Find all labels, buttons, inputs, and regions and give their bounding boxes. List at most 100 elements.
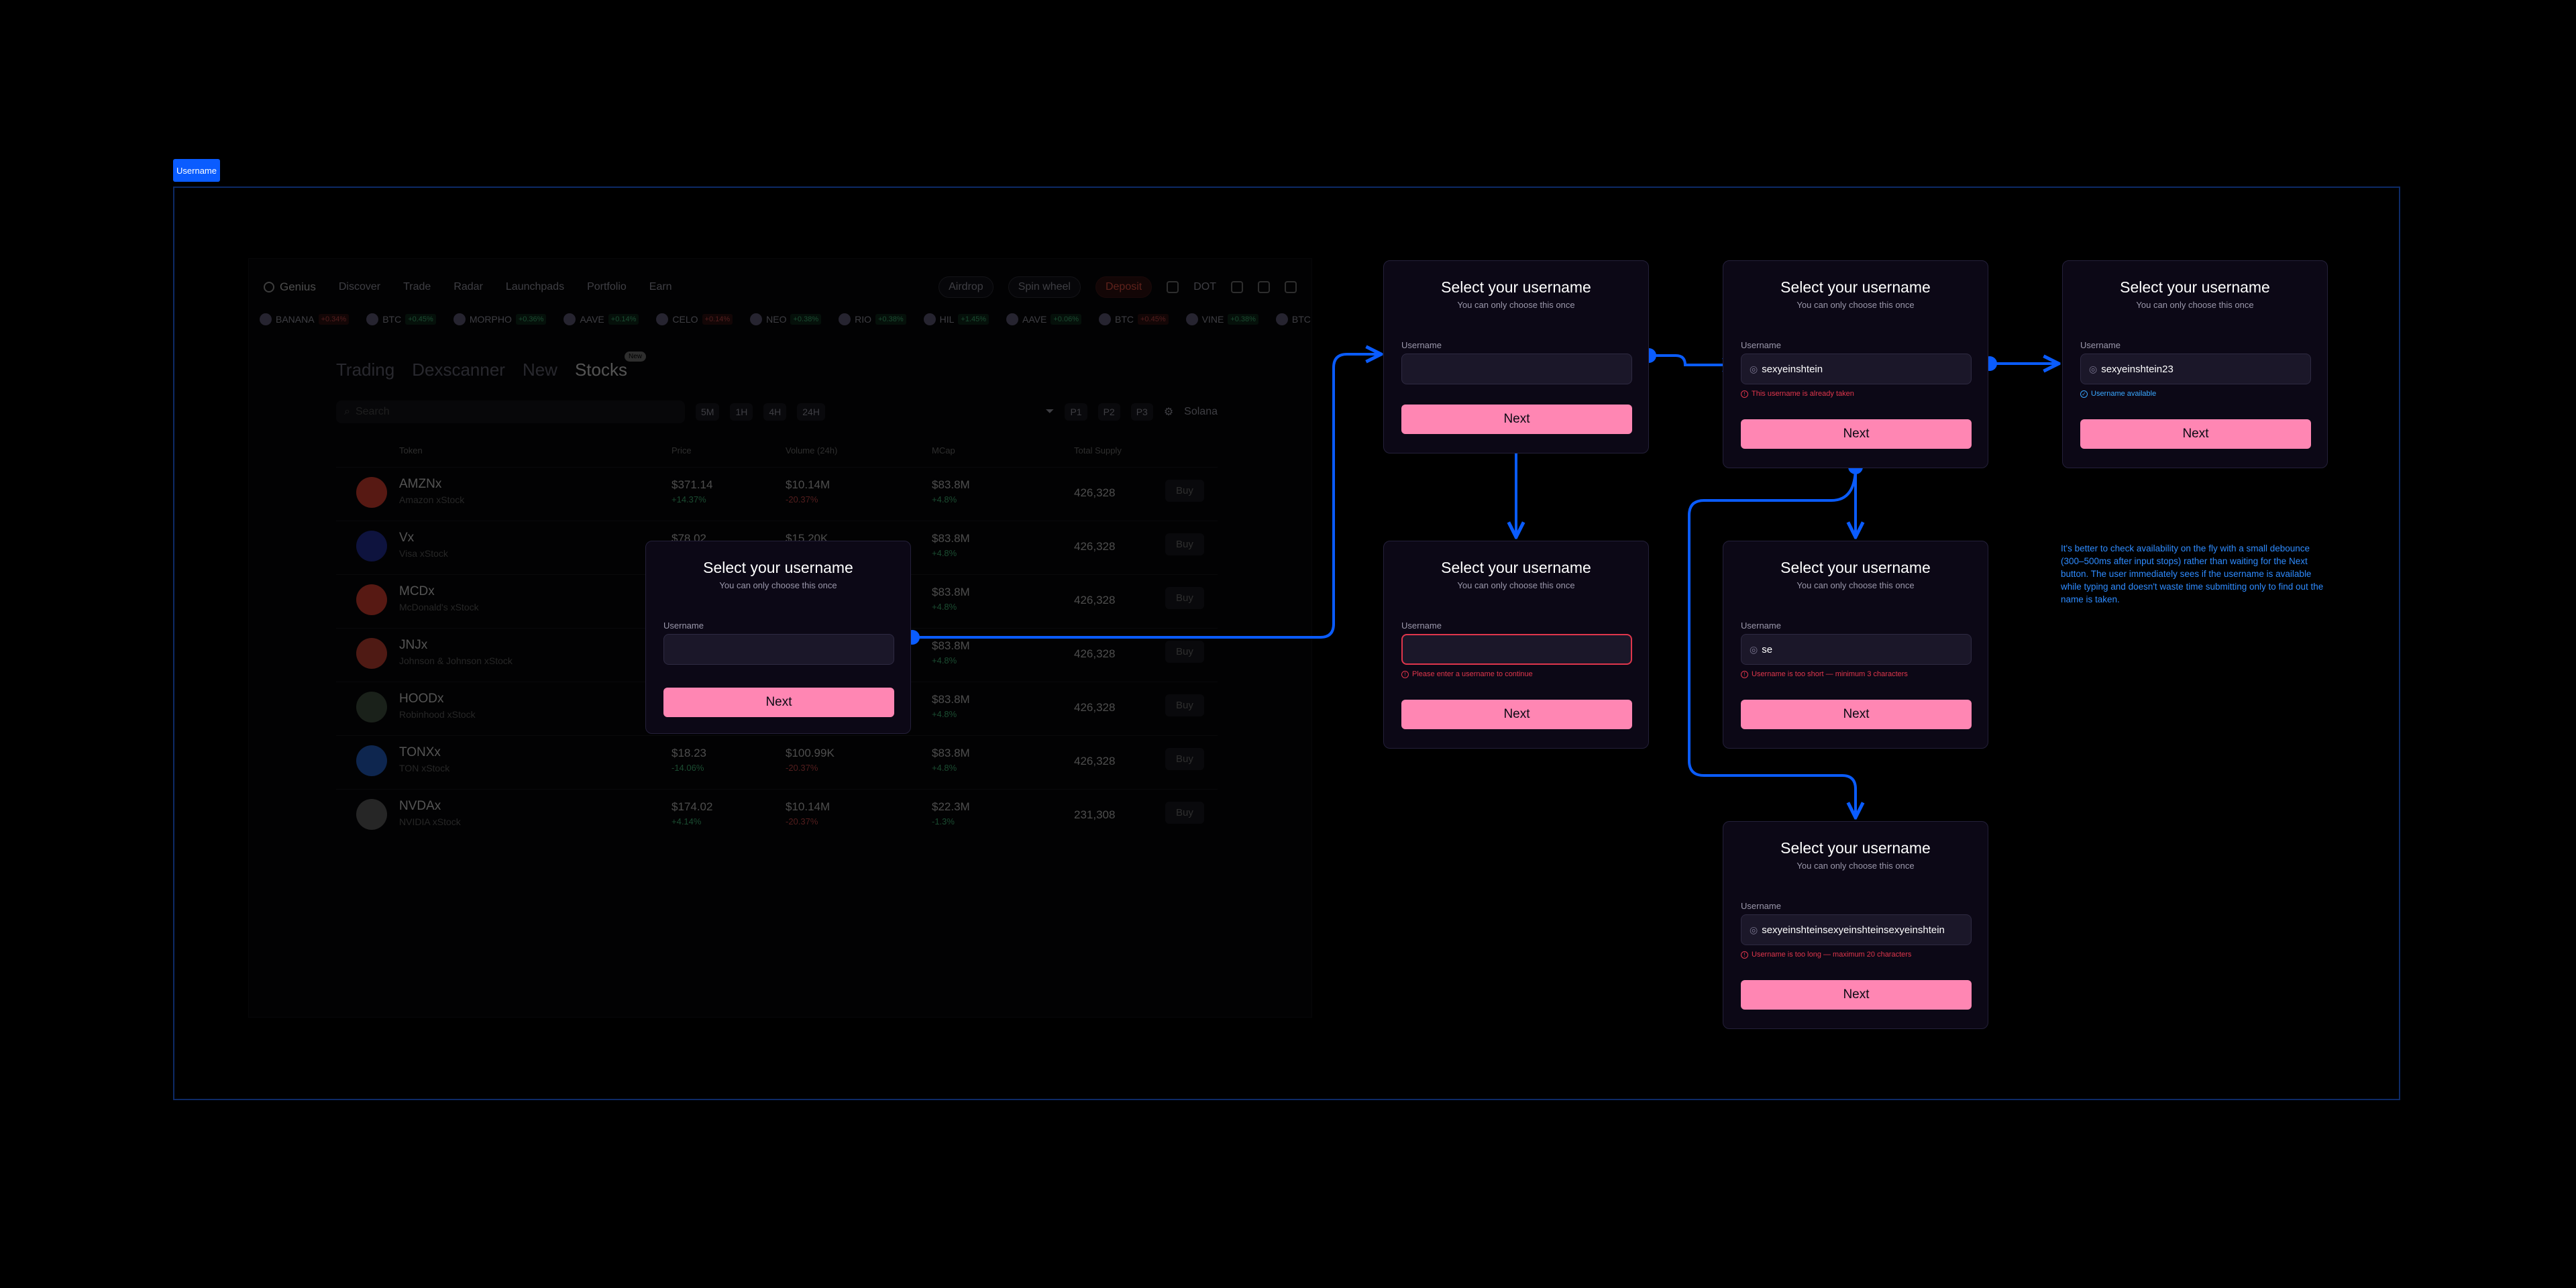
next-button[interactable]: Next — [663, 688, 894, 717]
ticker-item[interactable]: HIL+1.45% — [923, 309, 989, 329]
token-symbol: HOODx — [399, 692, 444, 706]
spin-wheel-button[interactable]: Spin wheel — [1008, 276, 1081, 298]
ticker-item[interactable]: VINE+0.38% — [1185, 309, 1258, 329]
timeframe-4h[interactable]: 4H — [763, 403, 787, 421]
buy-button[interactable]: Buy — [1165, 641, 1204, 663]
buy-button[interactable]: Buy — [1165, 533, 1204, 555]
nav-launchpads[interactable]: Launchpads — [505, 281, 565, 292]
search-input[interactable]: ⌕Search — [336, 400, 685, 423]
modal-subtitle: You can only choose this once — [1796, 580, 1915, 590]
token-symbol: TONXx — [399, 745, 441, 759]
brand-logo[interactable]: Genius — [264, 280, 316, 294]
preset-p3[interactable]: P3 — [1130, 403, 1153, 421]
ticker-item[interactable]: RIO+0.38% — [839, 309, 906, 329]
username-input[interactable] — [663, 634, 894, 665]
gear-icon[interactable]: ⚙ — [1163, 407, 1174, 418]
token-selector[interactable]: DOT — [1193, 281, 1216, 292]
tab-trading[interactable]: Trading — [336, 360, 395, 380]
coin-icon — [839, 313, 851, 325]
username-modal-required-error: Select your username You can only choose… — [1383, 541, 1649, 749]
token-symbol: MCDx — [399, 584, 435, 598]
ticker-item[interactable]: NEO+0.38% — [750, 309, 822, 329]
filter-icon[interactable]: ⏷ — [1045, 406, 1055, 417]
tab-new[interactable]: New — [522, 360, 557, 380]
preset-p2[interactable]: P2 — [1097, 403, 1120, 421]
timeframe-1h[interactable]: 1H — [730, 403, 753, 421]
timeframe-24h[interactable]: 24H — [797, 403, 825, 421]
next-button[interactable]: Next — [1401, 700, 1632, 729]
nav-portfolio[interactable]: Portfolio — [587, 281, 627, 292]
username-input[interactable]: ◎sexyeinshtein — [1741, 354, 1972, 384]
ticker-item[interactable]: BTC+0.45% — [1098, 309, 1169, 329]
modal-title: Select your username — [1780, 839, 1931, 857]
modal-title: Select your username — [2120, 278, 2270, 296]
user-icon[interactable] — [1285, 281, 1297, 293]
search-icon[interactable] — [1167, 281, 1179, 293]
stock-logo-icon — [356, 745, 387, 776]
next-button[interactable]: Next — [1401, 405, 1632, 434]
mcap-change: +4.8% — [932, 655, 957, 665]
next-button[interactable]: Next — [1741, 700, 1972, 729]
ticker-item[interactable]: CELO+0.14% — [656, 309, 733, 329]
next-button[interactable]: Next — [1741, 419, 1972, 449]
ticker-item[interactable]: BTC+0.45% — [366, 309, 436, 329]
nav-trade[interactable]: Trade — [403, 281, 431, 292]
mcap: $83.8M — [932, 747, 970, 759]
nav-radar[interactable]: Radar — [453, 281, 483, 292]
col-price[interactable]: Price — [672, 445, 692, 455]
ticker-item[interactable]: BANANA+0.34% — [260, 309, 350, 329]
ticker-item[interactable]: BTC+0.45% — [1275, 309, 1311, 329]
username-label: Username — [1401, 340, 1442, 350]
buy-button[interactable]: Buy — [1165, 480, 1204, 502]
col-token[interactable]: Token — [399, 445, 423, 455]
error-message: !Username is too short — minimum 3 chara… — [1741, 670, 1908, 678]
col-mcap[interactable]: MCap — [932, 445, 955, 455]
chain-selector[interactable]: Solana — [1184, 406, 1218, 417]
deposit-button[interactable]: Deposit — [1095, 276, 1152, 298]
next-button[interactable]: Next — [1741, 980, 1972, 1010]
token-symbol: JNJx — [399, 638, 428, 652]
mcap: $83.8M — [932, 478, 970, 491]
modal-title: Select your username — [1441, 559, 1591, 576]
error-message: !This username is already taken — [1741, 390, 1854, 398]
nav-earn[interactable]: Earn — [649, 281, 672, 292]
ticker-item[interactable]: AAVE+0.06% — [1006, 309, 1081, 329]
username-modal-taken: Select your username You can only choose… — [1723, 260, 1988, 468]
next-button[interactable]: Next — [2080, 419, 2311, 449]
token-name: NVIDIA xStock — [399, 816, 461, 827]
ticker-change: +0.45% — [405, 314, 436, 325]
timeframe-5m[interactable]: 5M — [696, 403, 720, 421]
username-input[interactable]: ◎se — [1741, 634, 1972, 665]
coin-icon — [1275, 313, 1288, 325]
volume: $10.14M — [786, 478, 830, 491]
buy-button[interactable]: Buy — [1165, 587, 1204, 609]
airdrop-button[interactable]: Airdrop — [938, 276, 994, 298]
buy-button[interactable]: Buy — [1165, 694, 1204, 716]
username-input[interactable]: ◎sexyeinshteinsexyeinshteinsexyeinshtein — [1741, 914, 1972, 945]
col-supply[interactable]: Total Supply — [1074, 445, 1122, 455]
tab-dexscanner[interactable]: Dexscanner — [412, 360, 505, 380]
username-input[interactable] — [1401, 354, 1632, 384]
flow-frame — [173, 186, 2400, 1100]
stock-logo-icon — [356, 477, 387, 508]
ticker-change: +0.34% — [318, 314, 350, 325]
success-message: ✓Username available — [2080, 390, 2156, 398]
preset-p1[interactable]: P1 — [1065, 403, 1087, 421]
username-input[interactable] — [1401, 634, 1632, 665]
modal-title: Select your username — [1441, 278, 1591, 296]
buy-button[interactable]: Buy — [1165, 748, 1204, 770]
ticker-item[interactable]: AAVE+0.14% — [564, 309, 639, 329]
wallet-icon[interactable] — [1258, 281, 1270, 293]
buy-button[interactable]: Buy — [1165, 802, 1204, 824]
error-message: !Please enter a username to continue — [1401, 670, 1533, 678]
col-volume[interactable]: Volume (24h) — [786, 445, 838, 455]
at-icon: ◎ — [2089, 363, 2098, 374]
nav-discover[interactable]: Discover — [338, 281, 381, 292]
ticker-item[interactable]: MORPHO+0.36% — [453, 309, 547, 329]
gift-icon[interactable] — [1231, 281, 1243, 293]
username-input[interactable]: ◎sexyeinshtein23 — [2080, 354, 2311, 384]
